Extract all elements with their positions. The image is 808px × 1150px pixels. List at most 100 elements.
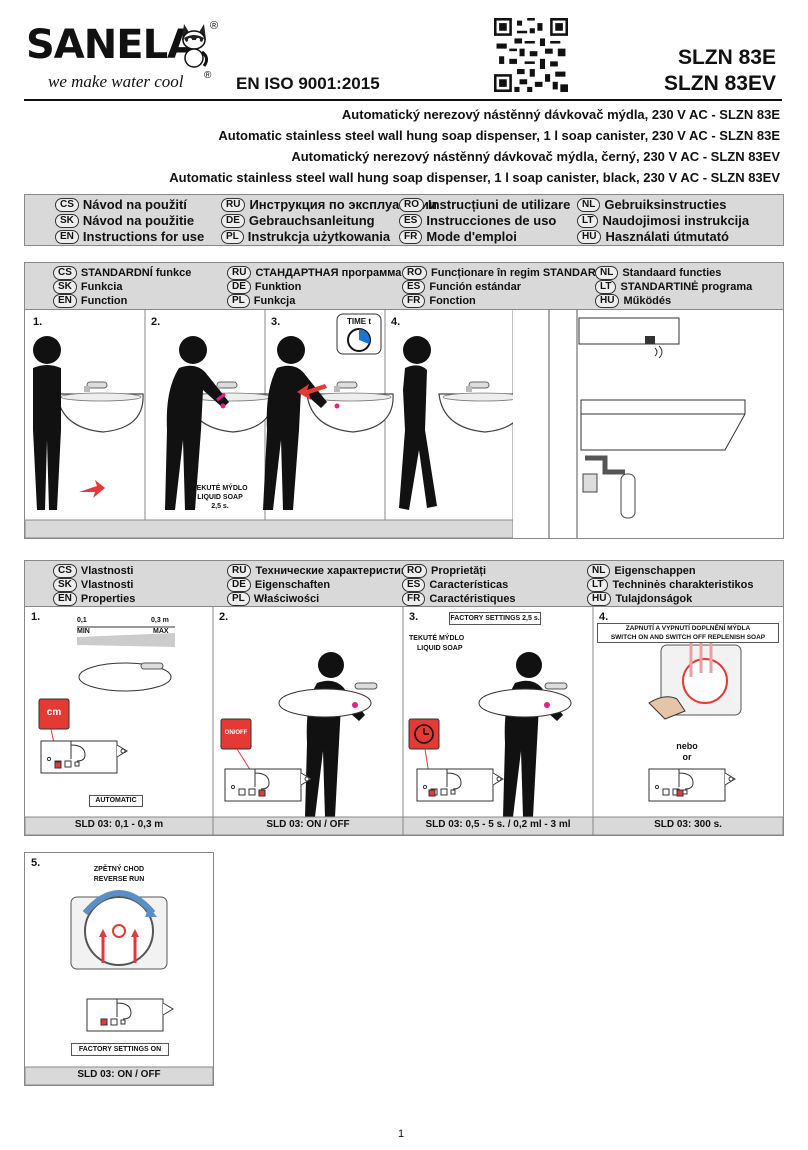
iso-certification: EN ISO 9001:2015: [236, 74, 380, 93]
automatic-label: AUTOMATIC: [89, 795, 143, 807]
prop-footer-1: SLD 03: 0,1 - 0,3 m: [74, 819, 164, 830]
description-line: Automatický nerezový nástěnný dávkovač m…: [341, 107, 780, 122]
brand-tagline: we make water cool: [48, 72, 184, 91]
header-divider: [24, 99, 782, 101]
factory-on-label: FACTORY SETTINGS ON: [71, 1043, 169, 1056]
soap-cs-2: TEKUTÉ MÝDLO: [409, 635, 465, 642]
range-max: MAX: [153, 628, 169, 635]
nebo-text: nebo: [676, 741, 698, 751]
soap-caption: TEKUTÉ MÝDLO LIQUID SOAP 2,5 s.: [175, 484, 265, 511]
reverse-en: REVERSE RUN: [93, 876, 145, 883]
registered-mark: ®: [210, 20, 219, 32]
soap-time: 2,5 s.: [211, 503, 229, 510]
onoff-button: ON/OFF: [224, 730, 248, 736]
prop-1-number: 1.: [31, 611, 41, 623]
replenish-cs: ZAPNUTÍ A VYPNUTÍ DOPLNĚNÍ MÝDLA: [625, 625, 751, 632]
soap-en: LIQUID SOAP: [197, 494, 243, 501]
model-83e: SLZN 83E: [677, 46, 776, 69]
prop-2-number: 2.: [219, 611, 229, 623]
description-line: Automatic stainless steel wall hung soap…: [218, 128, 780, 143]
replenish-en: SWITCH ON AND SWITCH OFF REPLENISH SOAP: [610, 634, 766, 641]
step-4-number: 4.: [391, 316, 401, 328]
cm-button: cm: [46, 707, 62, 718]
prop-3-number: 3.: [409, 611, 419, 623]
reverse-cs: ZPĚTNÝ CHOD: [93, 866, 145, 873]
range-min: MIN: [77, 628, 90, 635]
soap-cs: TEKUTÉ MÝDLO: [192, 485, 248, 492]
nebo-or: nebo or: [667, 741, 707, 763]
step-2-number: 2.: [151, 316, 161, 328]
description-line: Automatic stainless steel wall hung soap…: [169, 170, 780, 185]
soap-caption-2: TEKUTÉ MÝDLO LIQUID SOAP: [409, 634, 489, 654]
step-3-number: 3.: [271, 316, 281, 328]
prop-footer-3: SLD 03: 0,5 - 5 s. / 0,2 ml - 3 ml: [425, 819, 571, 830]
replenish-label: ZAPNUTÍ A VYPNUTÍ DOPLNĚNÍ MÝDLA SWITCH …: [597, 623, 779, 643]
description-line: Automatický nerezový nástěnný dávkovač m…: [291, 149, 780, 164]
pump-reverse-illustration: [25, 890, 213, 1085]
prop-5-number: 5.: [31, 857, 41, 869]
soap-en-2: LIQUID SOAP: [417, 645, 463, 652]
prop-footer-2: SLD 03: ON / OFF: [266, 819, 350, 830]
function-panel: 1. 2. 3. 4. TIME t TEKUTÉ MÝDLO LIQUID S…: [24, 309, 784, 539]
range-max-value: 0,3 m: [151, 617, 169, 624]
step-1-number: 1.: [33, 316, 43, 328]
model-numbers: SLZN 83E SLZN 83EV: [664, 45, 776, 97]
model-83ev: SLZN 83EV: [663, 72, 776, 95]
prop-footer-5: SLD 03: ON / OFF: [77, 1069, 161, 1080]
function-illustrations: [25, 310, 783, 538]
prop-footer-4: SLD 03: 300 s.: [654, 819, 722, 830]
raccoon-mascot-icon: [182, 24, 209, 68]
factory-25-label: FACTORY SETTINGS 2,5 s.: [449, 612, 541, 625]
range-min-value: 0,1: [77, 617, 87, 624]
properties-panel: 1. 2. 3. 4. 0,1 0,3 m MIN MAX cm AUTOMAT…: [24, 606, 784, 836]
registered-mark-2: ®: [204, 70, 212, 81]
product-descriptions: Automatický nerezový nástěnný dávkovač m…: [150, 104, 780, 188]
reverse-run-label: ZPĚTNÝ CHOD REVERSE RUN: [69, 865, 169, 885]
brand-logo: SANELA ® we make water cool ®: [26, 20, 219, 96]
page-number: 1: [398, 1128, 405, 1140]
brand-name: SANELA: [26, 22, 198, 68]
timer-label: TIME t: [347, 317, 371, 326]
reverse-run-panel: 5. ZPĚTNÝ CHOD REVERSE RUN FACTORY SETTI…: [24, 852, 214, 1086]
properties-illustrations: [25, 607, 783, 835]
or-text: or: [682, 752, 692, 762]
prop-4-number: 4.: [599, 611, 609, 623]
